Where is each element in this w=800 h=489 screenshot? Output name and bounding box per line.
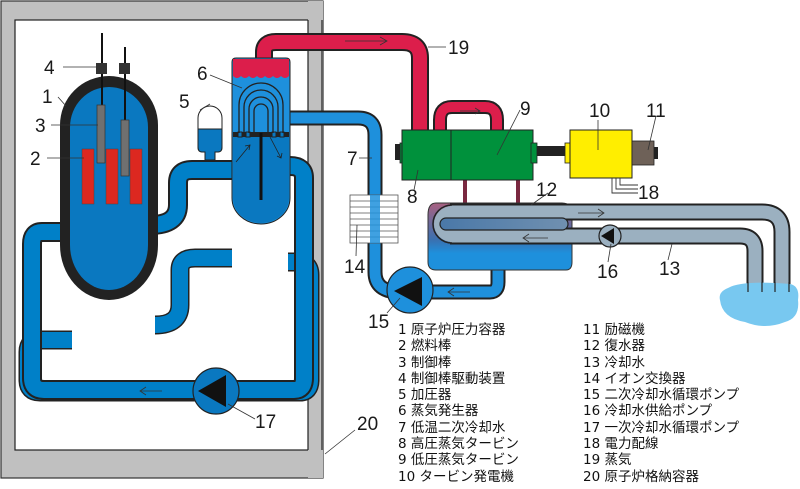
leader-lines bbox=[47, 46, 673, 455]
callout-5: 5 bbox=[179, 92, 190, 113]
callout-6: 6 bbox=[197, 64, 208, 85]
ion-exchanger bbox=[349, 194, 399, 244]
legend-item: 1 原子炉圧力容器 bbox=[398, 322, 506, 338]
callout-12: 12 bbox=[536, 180, 557, 201]
callout-8: 8 bbox=[407, 187, 418, 208]
callout-numbers: 4 1 3 2 5 6 7 19 8 9 10 11 18 12 13 16 1… bbox=[30, 38, 680, 435]
control-rod-drives bbox=[96, 63, 130, 74]
legend-item: 8 高圧蒸気タービン bbox=[398, 436, 519, 453]
exciter bbox=[631, 140, 658, 166]
legend-item: 11 励磁機 bbox=[583, 322, 645, 338]
legend-item: 19 蒸気 bbox=[583, 452, 632, 469]
legend-item: 17 一次冷却水循環ポンプ bbox=[583, 419, 740, 436]
legend-item: 2 燃料棒 bbox=[398, 338, 452, 355]
water-source bbox=[719, 282, 799, 326]
secondary-circulation-pump bbox=[386, 266, 434, 314]
callout-16: 16 bbox=[597, 262, 618, 283]
pressurizer bbox=[197, 105, 223, 161]
cooling-water-loop bbox=[432, 203, 791, 292]
callout-13: 13 bbox=[659, 259, 680, 280]
legend-item: 7 低温二次冷却水 bbox=[398, 419, 506, 436]
legend-column-1: 1 原子炉圧力容器 2 燃料棒 3 制御棒 4 制御棒駆動装置 5 加圧器 6 … bbox=[398, 322, 519, 485]
secondary-feedwater-line bbox=[290, 110, 506, 300]
legend-item: 16 冷却水供給ポンプ bbox=[583, 403, 713, 420]
callout-15: 15 bbox=[368, 312, 389, 333]
legend-item: 14 イオン交換器 bbox=[583, 370, 686, 387]
legend-column-2: 11 励磁機 12 復水器 13 冷却水 14 イオン交換器 15 二次冷却水循… bbox=[583, 322, 739, 485]
callout-17: 17 bbox=[255, 412, 276, 433]
callout-10: 10 bbox=[589, 101, 610, 122]
fuel-rods bbox=[81, 148, 143, 205]
legend-item: 9 低圧蒸気タービン bbox=[398, 452, 519, 469]
high-pressure-turbine bbox=[395, 129, 452, 181]
callout-2: 2 bbox=[30, 149, 41, 170]
legend-item: 3 制御棒 bbox=[398, 354, 452, 371]
legend-item: 18 電力配線 bbox=[583, 436, 659, 453]
callout-14: 14 bbox=[344, 257, 366, 278]
steam-line bbox=[255, 33, 429, 132]
power-wiring bbox=[611, 178, 638, 194]
legend-item: 4 制御棒駆動装置 bbox=[398, 370, 506, 387]
legend-item: 20 原子炉格納容器 bbox=[583, 468, 699, 485]
legend-item: 12 復水器 bbox=[583, 338, 645, 355]
callout-9: 9 bbox=[520, 99, 531, 120]
low-pressure-turbine bbox=[450, 129, 538, 181]
callout-11: 11 bbox=[646, 101, 666, 122]
primary-loop-pipe bbox=[22, 156, 314, 400]
callout-7: 7 bbox=[347, 149, 358, 170]
legend-item: 6 蒸気発生器 bbox=[398, 403, 479, 420]
steam-generator bbox=[231, 57, 291, 225]
turbine-crossover-pipe bbox=[433, 100, 504, 130]
legend-item: 13 冷却水 bbox=[583, 354, 645, 371]
cooling-water-supply-pump bbox=[598, 224, 622, 248]
callout-20: 20 bbox=[357, 414, 378, 435]
callout-4: 4 bbox=[44, 58, 55, 79]
callout-18: 18 bbox=[638, 183, 659, 204]
callout-1: 1 bbox=[42, 87, 53, 108]
legend-item: 5 加圧器 bbox=[398, 387, 452, 404]
legend-item: 15 二次冷却水循環ポンプ bbox=[583, 387, 740, 404]
legend-item: 10 タービン発電機 bbox=[398, 468, 514, 485]
callout-19: 19 bbox=[448, 38, 469, 59]
turbine-shaft bbox=[530, 146, 570, 156]
primary-circulation-pump bbox=[139, 367, 240, 415]
turbine-generator bbox=[564, 129, 633, 179]
callout-3: 3 bbox=[35, 116, 46, 137]
